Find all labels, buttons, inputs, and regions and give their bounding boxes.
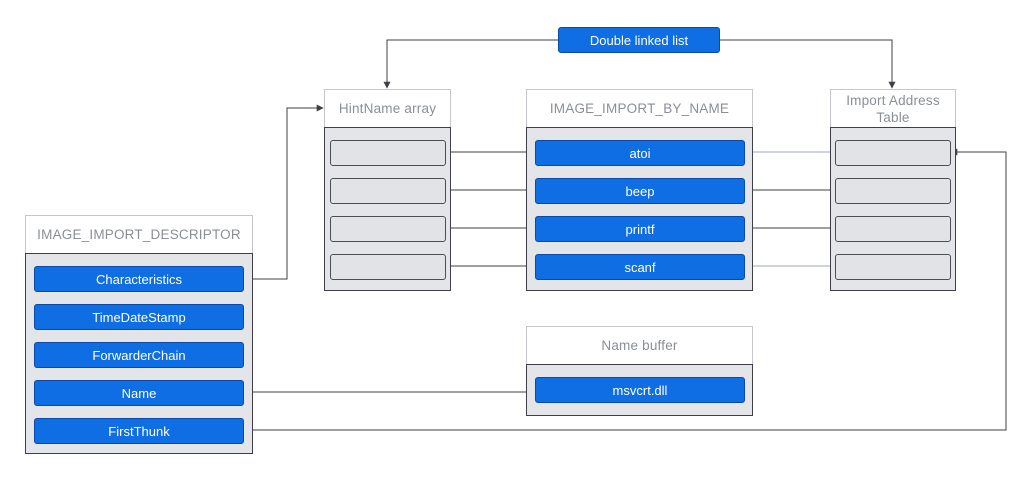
import-by-name-title: IMAGE_IMPORT_BY_NAME [526, 89, 753, 127]
descriptor-field-characteristics: Characteristics [34, 266, 244, 292]
hintname-slot [330, 216, 446, 242]
name-buffer-title: Name buffer [526, 326, 753, 364]
import-entry-scanf: scanf [535, 254, 745, 280]
iat-slot [835, 140, 951, 166]
hintname-slot [330, 178, 446, 204]
descriptor-field-firstthunk: FirstThunk [34, 418, 244, 444]
iat-slot [835, 216, 951, 242]
hintname-array-title: HintName array [324, 89, 451, 127]
badge-label: Double linked list [589, 32, 689, 48]
link-badge-to-iat [720, 39, 896, 89]
import-entry-atoi: atoi [535, 140, 745, 166]
iat-slot [835, 178, 951, 204]
link-characteristics-to-hintname [253, 104, 324, 280]
link-badge-to-hintname [383, 39, 558, 89]
hintname-slot [330, 254, 446, 280]
import-by-name-panel: atoi beep printf scanf [526, 127, 753, 291]
import-descriptor-title: IMAGE_IMPORT_DESCRIPTOR [25, 215, 253, 253]
name-buffer-value: msvcrt.dll [535, 377, 745, 403]
double-linked-list-badge: Double linked list [558, 27, 720, 53]
hintname-array-panel [324, 127, 451, 291]
import-address-table-panel [830, 127, 956, 291]
import-address-table-title: Import Address Table [830, 89, 956, 127]
import-entry-beep: beep [535, 178, 745, 204]
link-firstthunk-to-iat [253, 148, 1007, 431]
descriptor-field-name: Name [34, 380, 244, 406]
iat-slot [835, 254, 951, 280]
import-descriptor-panel: Characteristics TimeDateStamp ForwarderC… [25, 253, 253, 454]
import-entry-printf: printf [535, 216, 745, 242]
name-buffer-panel: msvcrt.dll [526, 364, 753, 416]
descriptor-field-forwarderchain: ForwarderChain [34, 342, 244, 368]
hintname-slot [330, 140, 446, 166]
descriptor-field-timedatestamp: TimeDateStamp [34, 304, 244, 330]
